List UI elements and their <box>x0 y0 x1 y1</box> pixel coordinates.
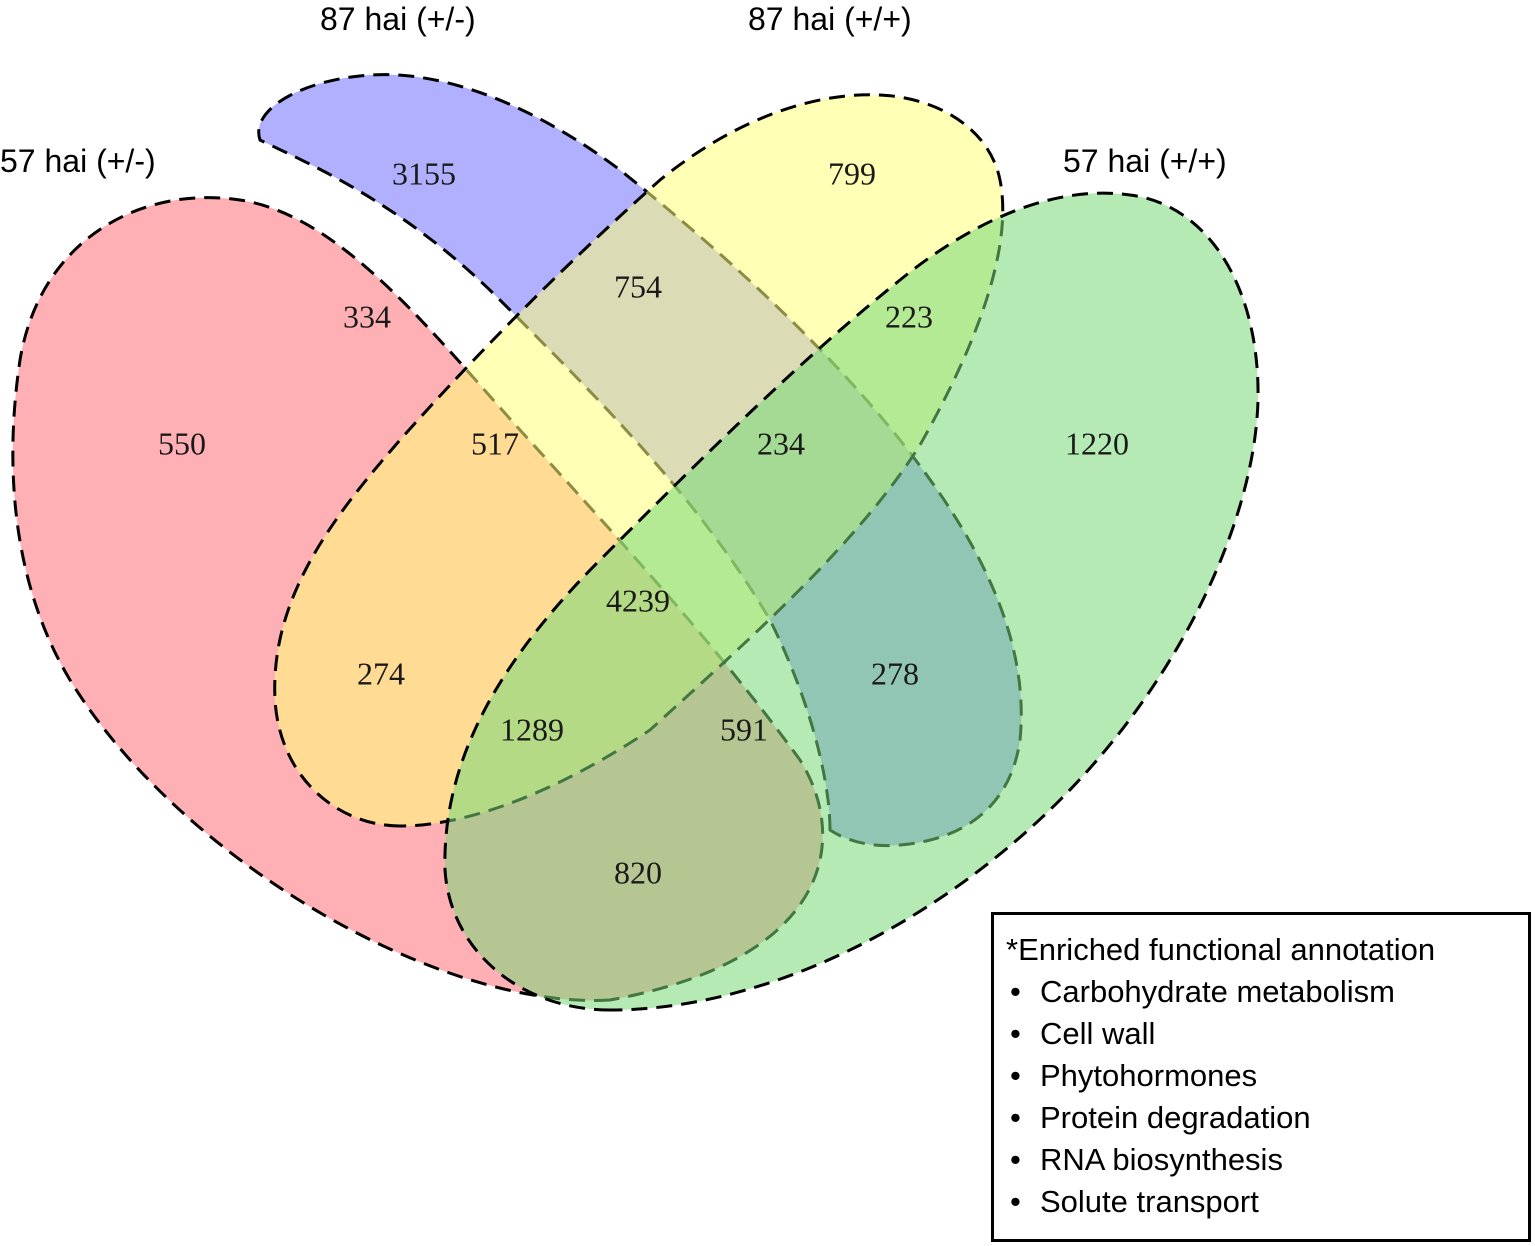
bullet-icon: • <box>1010 1016 1021 1051</box>
set-shapes <box>11 73 1260 1012</box>
bullet-icon: • <box>1010 1142 1021 1177</box>
count-57-minus-57-plus: 820 <box>614 854 662 890</box>
annotation-list: • Carbohydrate metabolism • Cell wall • Phy… <box>1006 971 1528 1223</box>
annotation-title: *Enriched functional annotation <box>1006 932 1436 967</box>
bullet-icon: • <box>1010 974 1021 1009</box>
annotation-item: • Solute transport <box>1006 1181 1528 1223</box>
count-57-minus-87-minus-57-plus: 591 <box>720 711 768 747</box>
annotation-item: • Protein degradation <box>1006 1097 1528 1139</box>
annotation-item-label: Cell wall <box>1040 1016 1156 1051</box>
count-57-minus-only: 550 <box>158 425 206 461</box>
count-87-minus-87-plus-57-plus: 234 <box>757 425 805 461</box>
count-57-minus-87-plus-57-plus: 1289 <box>500 711 564 747</box>
count-87-minus-87-plus: 754 <box>614 268 662 304</box>
annotation-item: • Cell wall <box>1006 1013 1528 1055</box>
count-57-minus-87-plus: 274 <box>357 655 405 691</box>
annotation-item: • Carbohydrate metabolism <box>1006 971 1528 1013</box>
bullet-icon: • <box>1010 1184 1021 1219</box>
count-all-four: 4239 <box>606 582 670 618</box>
annotation-item: • Phytohormones <box>1006 1055 1528 1097</box>
annotation-legend-box: *Enriched functional annotation • Carbohy… <box>991 912 1531 1242</box>
set-label-57-hai-minus: 57 hai (+/-) <box>0 143 156 179</box>
annotation-item-label: Carbohydrate metabolism <box>1040 974 1395 1009</box>
set-label-87-hai-minus: 87 hai (+/-) <box>320 1 476 37</box>
annotation-item-label: Phytohormones <box>1040 1058 1258 1093</box>
count-87-minus-57-plus: 278 <box>871 655 919 691</box>
bullet-icon: • <box>1010 1100 1021 1135</box>
bullet-icon: • <box>1010 1058 1021 1093</box>
set-label-87-hai-plus: 87 hai (+/+) <box>748 1 912 37</box>
region-counts: 3155 799 754 334 223 550 517 234 1220 42… <box>158 155 1129 890</box>
count-57-minus-87-minus: 334 <box>343 298 391 334</box>
annotation-item-label: Protein degradation <box>1040 1100 1311 1135</box>
set-label-57-hai-plus: 57 hai (+/+) <box>1063 143 1227 179</box>
count-87-plus-only: 799 <box>828 155 876 191</box>
count-57-plus-only: 1220 <box>1065 425 1129 461</box>
set-shape-57-hai-plus <box>443 191 1260 1012</box>
count-57-minus-87-minus-87-plus: 517 <box>471 425 519 461</box>
set-labels: 57 hai (+/-) 87 hai (+/-) 87 hai (+/+) 5… <box>0 1 1227 179</box>
annotation-item: • RNA biosynthesis <box>1006 1139 1528 1181</box>
annotation-item-label: Solute transport <box>1040 1184 1259 1219</box>
annotation-item-label: RNA biosynthesis <box>1040 1142 1283 1177</box>
count-87-plus-57-plus: 223 <box>885 298 933 334</box>
count-87-minus-only: 3155 <box>392 155 456 191</box>
